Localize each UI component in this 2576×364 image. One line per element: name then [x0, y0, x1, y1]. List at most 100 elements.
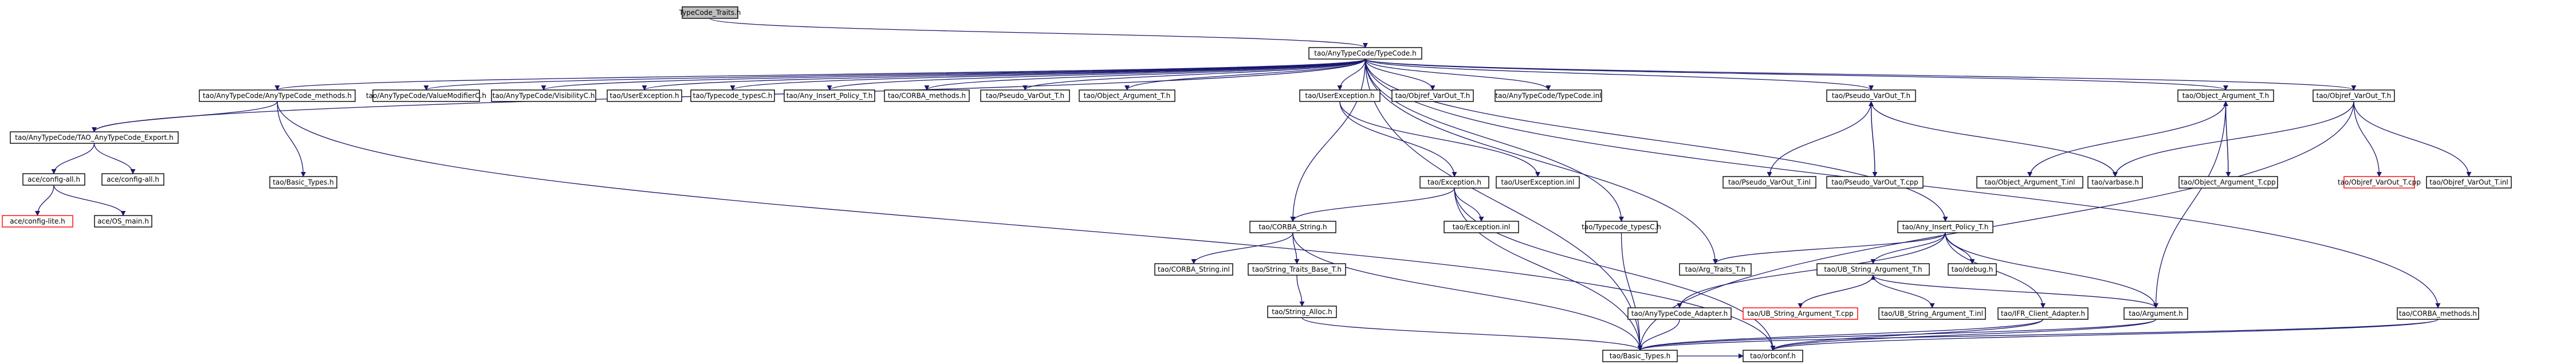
node-n8[interactable]: tao/CORBA_methods.h	[884, 89, 970, 102]
node-box	[1976, 176, 2083, 189]
node-n31[interactable]: ace/OS_main.h	[94, 215, 152, 228]
node-label: tao/AnyTypeCode/TypeCode.h	[1314, 49, 1416, 57]
node-n23[interactable]: tao/Object_Argument_T.inl	[1976, 176, 2083, 189]
node-n7[interactable]: tao/Any_Insert_Policy_T.h	[784, 89, 875, 102]
node-n42[interactable]: tao/AnyTypeCode_Adapter.h	[1627, 307, 1732, 320]
include-edge-n45-n48	[1637, 319, 2044, 351]
node-box	[2343, 176, 2415, 189]
include-edge-n11-n20	[1339, 101, 1541, 177]
node-label: tao/IFR_Client_Adapter.h	[2001, 310, 2085, 318]
node-n32[interactable]: tao/CORBA_String.h	[1249, 221, 1336, 233]
node-n35[interactable]: tao/Any_Insert_Policy_T.h	[1897, 221, 1993, 233]
include-edge-n40-n46	[1873, 275, 2158, 308]
node-n2[interactable]: tao/AnyTypeCode/AnyTypeCode_methods.h	[199, 89, 356, 102]
node-n12[interactable]: tao/Objref_VarOut_T.h	[1391, 89, 1474, 102]
node-n48[interactable]: tao/Basic_Types.h	[1602, 350, 1678, 362]
include-edge-n19-n48	[1454, 187, 1643, 351]
node-n43[interactable]: tao/UB_String_Argument_T.cpp	[1743, 307, 1858, 320]
node-n39[interactable]: tao/Arg_Traits_T.h	[1679, 263, 1752, 276]
node-box	[1249, 221, 1336, 233]
nodes-layer: TypeCode_Traits.htao/AnyTypeCode/TypeCod…	[2, 6, 2512, 362]
node-n36[interactable]: tao/CORBA_String.inl	[1154, 263, 1233, 276]
include-edge-n1-n15	[1364, 58, 2228, 91]
node-label: tao/Arg_Traits_T.h	[1685, 265, 1745, 273]
node-n45[interactable]: tao/IFR_Client_Adapter.h	[1997, 307, 2089, 320]
node-n4[interactable]: tao/AnyTypeCode/VisibilityC.h	[491, 89, 596, 102]
node-label: tao/Typecode_typesC.h	[693, 92, 773, 100]
node-n40[interactable]: tao/UB_String_Argument_T.h	[1816, 263, 1930, 276]
node-n25[interactable]: tao/Object_Argument_T.cpp	[2178, 176, 2278, 189]
node-label: tao/varbase.h	[2091, 178, 2139, 186]
node-n18[interactable]: tao/Basic_Types.h	[269, 176, 337, 189]
node-n16[interactable]: tao/Objref_VarOut_T.h	[2312, 89, 2395, 102]
node-box	[2312, 89, 2395, 102]
node-n6[interactable]: tao/Typecode_typesC.h	[690, 89, 775, 102]
node-label: tao/Pseudo_VarOut_T.cpp	[1831, 178, 1918, 186]
node-box	[1495, 89, 1602, 102]
node-n41[interactable]: tao/debug.h	[1948, 263, 1997, 276]
node-label: tao/UB_String_Argument_T.cpp	[1747, 310, 1853, 318]
include-edge-n32-n48	[1292, 232, 1643, 351]
node-label: tao/AnyTypeCode/AnyTypeCode_methods.h	[203, 92, 352, 100]
node-n47[interactable]: tao/CORBA_methods.h	[2397, 307, 2479, 320]
node-n17[interactable]: tao/AnyTypeCode/TAO_AnyTypeCode_Export.h	[10, 131, 179, 144]
include-edge-n0-n1	[709, 18, 1368, 48]
node-box	[1154, 263, 1233, 276]
node-box	[2426, 176, 2512, 189]
include-edge-n11-n19	[1339, 101, 1457, 177]
node-label: tao/AnyTypeCode/VisibilityC.h	[493, 92, 595, 100]
node-n13[interactable]: tao/AnyTypeCode/TypeCode.inl	[1495, 89, 1602, 102]
node-label: tao/Pseudo_VarOut_T.h	[986, 92, 1064, 100]
node-label: tao/Object_Argument_T.inl	[1984, 178, 2075, 186]
node-n1[interactable]: tao/AnyTypeCode/TypeCode.h	[1308, 47, 1422, 60]
node-label: tao/CORBA_methods.h	[888, 92, 966, 100]
node-label: ace/config-all.h	[107, 175, 159, 183]
node-n20[interactable]: tao/UserException.inl	[1496, 176, 1580, 189]
node-n22[interactable]: tao/Pseudo_VarOut_T.cpp	[1826, 176, 1924, 189]
node-n29[interactable]: ace/config-all.h	[101, 173, 164, 186]
include-edge-n1-n6	[730, 58, 1366, 91]
node-n14[interactable]: tao/Pseudo_VarOut_T.h	[1826, 89, 1916, 102]
node-n5[interactable]: tao/UserException.h	[607, 89, 682, 102]
node-box	[1897, 221, 1993, 233]
node-label: tao/UserException.h	[1305, 92, 1374, 100]
include-edge-n16-n27	[2353, 101, 2472, 177]
node-box	[2397, 307, 2479, 320]
node-n9[interactable]: tao/Pseudo_VarOut_T.h	[980, 89, 1070, 102]
include-edge-n1-n8	[924, 58, 1366, 91]
include-edge-n46-n49	[1770, 319, 2157, 351]
node-n15[interactable]: tao/Object_Argument_T.h	[2177, 89, 2274, 102]
include-edge-n1-n39	[1364, 58, 1718, 264]
node-n10[interactable]: tao/Object_Argument_T.h	[1079, 89, 1175, 102]
include-edge-n19-n32	[1290, 187, 1455, 222]
node-n11[interactable]: tao/UserException.h	[1299, 89, 1381, 102]
node-n34[interactable]: tao/Typecode_typesC.h	[1582, 221, 1661, 233]
node-label: tao/Object_Argument_T.h	[2182, 92, 2269, 100]
node-n46[interactable]: tao/Argument.h	[2123, 307, 2188, 320]
node-label: tao/AnyTypeCode/TAO_AnyTypeCode_Export.h	[15, 134, 173, 142]
node-n27[interactable]: tao/Objref_VarOut_T.inl	[2426, 176, 2512, 189]
node-n26[interactable]: tao/Objref_VarOut_T.cpp	[2338, 176, 2421, 189]
node-box	[1391, 89, 1474, 102]
node-n49[interactable]: tao/orbconf.h	[1743, 350, 1803, 362]
node-box	[690, 89, 775, 102]
node-n3[interactable]: tao/AnyTypeCode/ValueModifierC.h	[366, 89, 486, 102]
node-n28[interactable]: ace/config-all.h	[22, 173, 85, 186]
node-n24[interactable]: tao/varbase.h	[2087, 176, 2143, 189]
include-edge-n28-n31	[53, 185, 126, 216]
node-box	[94, 215, 152, 228]
node-box	[980, 89, 1070, 102]
node-n30[interactable]: ace/config-lite.h	[2, 215, 73, 228]
node-label: tao/Pseudo_VarOut_T.h	[1832, 92, 1910, 100]
node-n37[interactable]: tao/String_Traits_Base_T.h	[1248, 263, 1346, 276]
node-n21[interactable]: tao/Pseudo_VarOut_T.inl	[1722, 176, 1816, 189]
node-n44[interactable]: tao/UB_String_Argument_T.inl	[1878, 307, 1986, 320]
node-n38[interactable]: tao/String_Alloc.h	[1267, 306, 1337, 318]
node-box	[372, 89, 480, 102]
node-box	[2123, 307, 2188, 320]
node-label: tao/AnyTypeCode/TypeCode.inl	[1495, 92, 1601, 100]
node-n33[interactable]: tao/Exception.inl	[1444, 221, 1519, 233]
include-edge-n1-n7	[827, 58, 1366, 91]
node-n19[interactable]: tao/Exception.h	[1419, 176, 1489, 189]
node-box	[1948, 263, 1997, 276]
